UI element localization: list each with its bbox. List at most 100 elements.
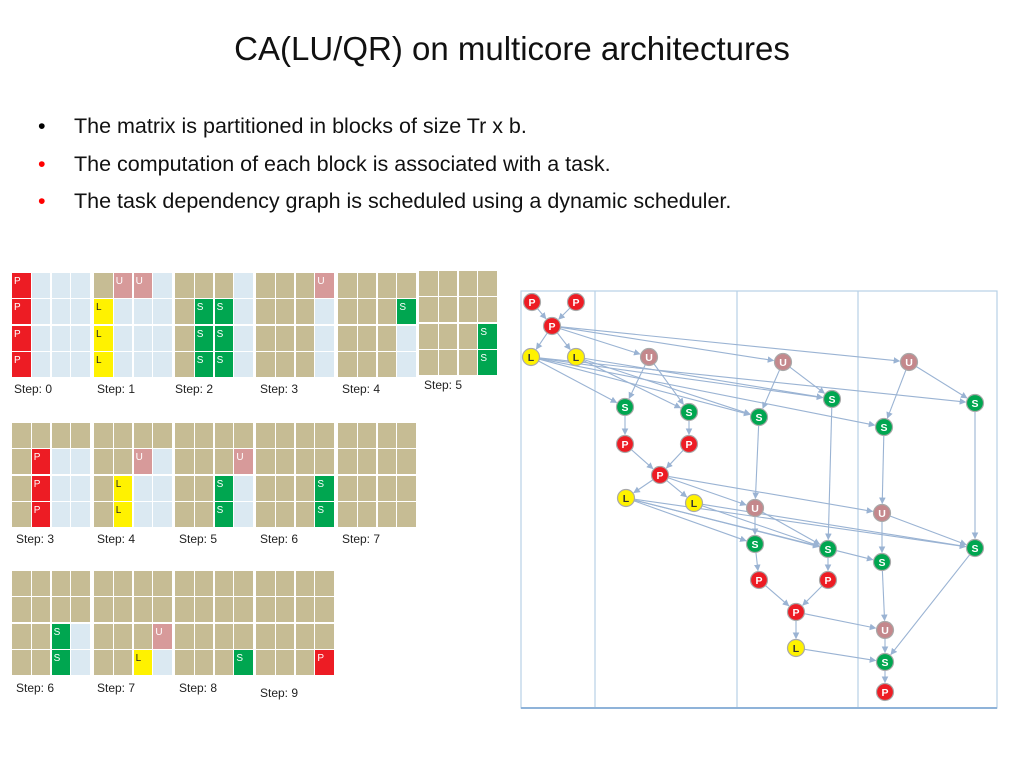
step-label: Step: 6 bbox=[16, 681, 55, 695]
matrix-block-pending bbox=[51, 449, 71, 475]
svg-text:L: L bbox=[793, 643, 800, 655]
task-node-u: U bbox=[773, 352, 793, 372]
matrix-block-done bbox=[256, 623, 275, 649]
matrix-block-done bbox=[12, 501, 31, 527]
matrix-block-done bbox=[357, 501, 377, 527]
matrix-block-pending bbox=[71, 475, 90, 501]
matrix-block-task: S bbox=[51, 623, 71, 649]
matrix-block-done bbox=[113, 597, 133, 623]
dependency-edge bbox=[559, 328, 641, 356]
svg-text:U: U bbox=[905, 357, 913, 369]
dependency-edge bbox=[556, 332, 571, 351]
matrix-block-done bbox=[357, 449, 377, 475]
matrix-block-done bbox=[377, 449, 397, 475]
bullet-item: • The task dependency graph is scheduled… bbox=[36, 187, 731, 225]
matrix-block-done bbox=[256, 649, 275, 675]
svg-text:P: P bbox=[881, 687, 888, 699]
matrix-block-done bbox=[478, 271, 497, 296]
dependency-edge bbox=[539, 358, 751, 417]
dependency-edge bbox=[825, 407, 833, 541]
matrix-block-done bbox=[31, 623, 51, 649]
matrix-block-pending bbox=[234, 299, 253, 325]
dependency-edge bbox=[633, 479, 654, 494]
matrix-block-done bbox=[234, 597, 253, 623]
matrix-block-done bbox=[256, 597, 275, 623]
svg-text:P: P bbox=[685, 439, 692, 451]
dependency-edge bbox=[667, 477, 747, 507]
matrix-block-done bbox=[113, 449, 133, 475]
matrix-block-pending bbox=[153, 501, 172, 527]
matrix-block-task: S bbox=[315, 475, 334, 501]
step-label: Step: 3 bbox=[16, 532, 55, 546]
task-node-s: S bbox=[965, 538, 985, 558]
matrix-block-done bbox=[275, 475, 295, 501]
matrix-block-done bbox=[94, 649, 113, 675]
svg-text:U: U bbox=[779, 357, 787, 369]
matrix-block-done bbox=[295, 449, 315, 475]
svg-text:P: P bbox=[824, 575, 831, 587]
dependency-edge bbox=[558, 307, 571, 320]
matrix-block-done bbox=[275, 423, 295, 448]
matrix-block-done bbox=[194, 423, 214, 448]
matrix-block-task: P bbox=[12, 273, 31, 298]
bullet-text: The matrix is partitioned in blocks of s… bbox=[74, 114, 527, 138]
matrix-block-done bbox=[133, 423, 153, 448]
matrix-block-done bbox=[31, 571, 51, 596]
matrix-block-task: S bbox=[194, 299, 214, 325]
matrix-block-pending bbox=[397, 325, 416, 351]
dependency-edge bbox=[583, 359, 751, 416]
svg-text:S: S bbox=[685, 407, 692, 419]
matrix-block-pending bbox=[315, 351, 334, 377]
svg-text:L: L bbox=[528, 352, 535, 364]
matrix-block-done bbox=[458, 349, 478, 375]
matrix-block-done bbox=[295, 475, 315, 501]
matrix-block-task: L bbox=[113, 501, 133, 527]
matrix-block-pending bbox=[153, 351, 172, 377]
svg-text:U: U bbox=[751, 503, 759, 515]
dependency-edge bbox=[666, 479, 688, 498]
matrix-block-done bbox=[397, 449, 416, 475]
dependency-edge bbox=[702, 503, 967, 549]
step-matrix: P bbox=[256, 571, 334, 675]
step-label: Step: 4 bbox=[97, 532, 136, 546]
matrix-block-done bbox=[94, 597, 113, 623]
matrix-block-pending bbox=[51, 273, 71, 298]
matrix-block-done bbox=[194, 501, 214, 527]
task-node-p: P bbox=[566, 292, 586, 312]
matrix-block-done bbox=[338, 273, 357, 298]
matrix-block-done bbox=[256, 273, 275, 298]
matrix-block-pending bbox=[71, 623, 90, 649]
svg-text:S: S bbox=[971, 543, 978, 555]
svg-text:S: S bbox=[828, 394, 835, 406]
svg-text:L: L bbox=[691, 498, 698, 510]
matrix-block-done bbox=[295, 597, 315, 623]
matrix-block-done bbox=[133, 623, 153, 649]
matrix-block-pending bbox=[51, 501, 71, 527]
step-matrix: U bbox=[256, 273, 334, 377]
matrix-block-pending bbox=[397, 351, 416, 377]
matrix-block-done bbox=[295, 501, 315, 527]
matrix-block-done bbox=[338, 475, 357, 501]
matrix-block-done bbox=[71, 571, 90, 596]
dependency-edge bbox=[628, 364, 646, 400]
dependency-edge bbox=[762, 511, 821, 545]
matrix-block-done bbox=[377, 325, 397, 351]
svg-text:P: P bbox=[548, 321, 555, 333]
matrix-block-done bbox=[377, 351, 397, 377]
matrix-block-done bbox=[113, 571, 133, 596]
matrix-block-done bbox=[315, 623, 334, 649]
matrix-block-done bbox=[295, 649, 315, 675]
matrix-block-done bbox=[256, 351, 275, 377]
matrix-block-done bbox=[214, 623, 234, 649]
matrix-block-done bbox=[153, 571, 172, 596]
matrix-block-done bbox=[94, 449, 113, 475]
graph-frame bbox=[520, 290, 998, 709]
dependency-edge bbox=[633, 500, 747, 542]
matrix-block-pending bbox=[71, 649, 90, 675]
task-node-s: S bbox=[745, 534, 765, 554]
task-node-s: S bbox=[749, 407, 769, 427]
step-matrix: S bbox=[175, 571, 253, 675]
